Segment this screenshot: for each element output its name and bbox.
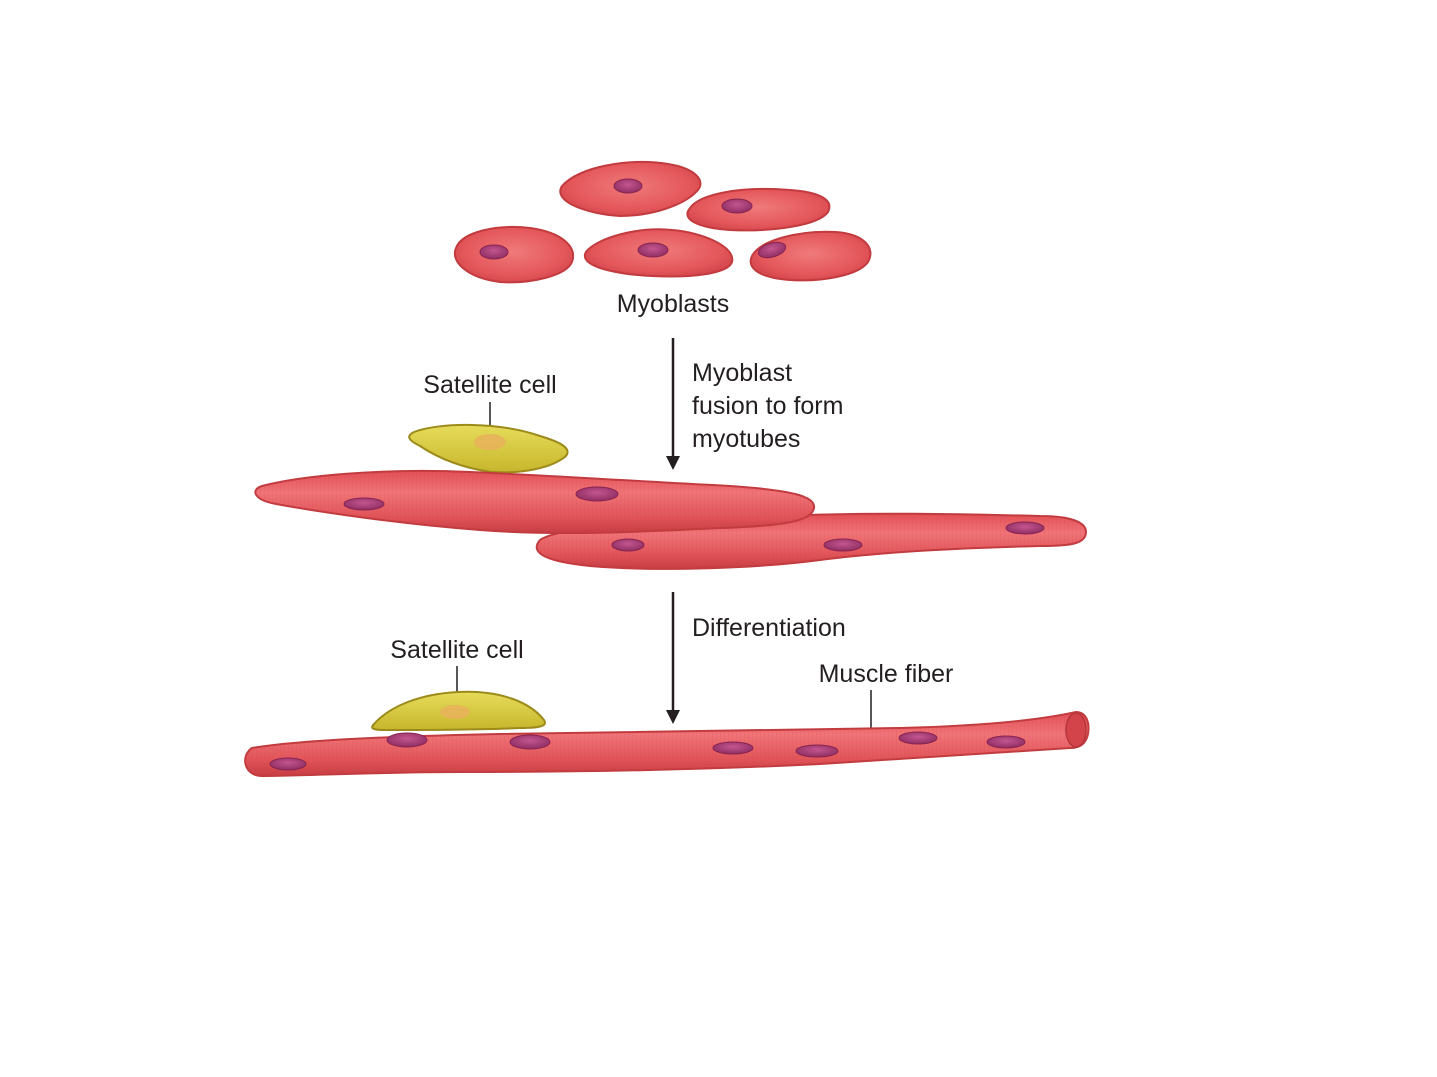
- satellite-cell-bottom: [371, 690, 546, 732]
- muscle-fiber: [244, 710, 1090, 778]
- myoblast-cluster: [453, 161, 872, 284]
- differentiation-arrow: [666, 592, 680, 724]
- fusion-label-line2: fusion to form: [692, 392, 843, 420]
- myoblast-cell: [686, 187, 831, 232]
- myoblasts-label: Myoblasts: [617, 290, 730, 318]
- fusion-arrow: [666, 338, 680, 470]
- satellite-cell-label-top: Satellite cell: [423, 371, 556, 399]
- myoblast-cell: [453, 226, 575, 284]
- muscle-fiber-label: Muscle fiber: [819, 660, 954, 688]
- myotube-upper: [254, 469, 816, 535]
- myoblast-cell: [749, 230, 872, 282]
- satellite-cell-top: [408, 423, 569, 474]
- satellite-cell-label-bottom: Satellite cell: [390, 636, 523, 664]
- differentiation-label: Differentiation: [692, 614, 846, 642]
- fusion-label-line3: myotubes: [692, 425, 800, 453]
- fusion-label-line1: Myoblast: [692, 359, 792, 387]
- myoblast-cell: [559, 161, 702, 218]
- myoblast-cell: [583, 228, 734, 278]
